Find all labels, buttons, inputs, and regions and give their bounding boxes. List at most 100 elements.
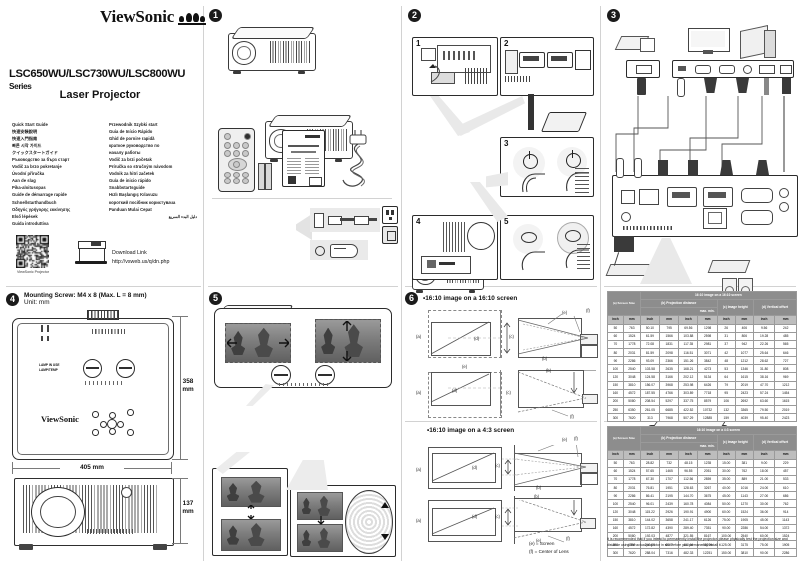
table-cell: 1778: [622, 339, 641, 349]
table-unit-header: mm: [697, 450, 718, 460]
language-item: Guida introduttiva: [12, 220, 49, 226]
callout-b: (b): [542, 356, 548, 361]
table-unit-header: mm: [734, 450, 754, 460]
table-cell: 381: [734, 458, 754, 468]
column-divider: [401, 6, 402, 561]
language-item: короткий посібник користувача: [109, 199, 176, 205]
table-cell: 1346: [734, 364, 754, 374]
plug-connection-callout: [310, 208, 380, 232]
table-cell: 2598: [697, 331, 718, 341]
table-cell: 7620: [622, 413, 641, 423]
table-cell: 50: [607, 323, 624, 333]
table-cell: 120: [607, 372, 624, 382]
table-unit-header: mm: [774, 315, 797, 325]
table-cell: 67.30: [639, 474, 661, 484]
table-cell: 4039: [734, 413, 754, 423]
table-cell: 35.00: [716, 474, 736, 484]
table-cell: 7351: [697, 523, 718, 533]
table-cell: 4766: [659, 388, 680, 398]
dimension-width: 405 mm: [60, 464, 124, 472]
viewsonic-logo-topview: ViewSonic: [41, 414, 79, 424]
table-cell: 90.00: [716, 523, 736, 533]
substep-panel-1: 1: [412, 37, 498, 96]
table-cell: 1212: [774, 380, 797, 390]
table-cell: 150: [607, 515, 624, 525]
table-cell: 3365: [734, 404, 754, 415]
projection-diagram-a-ceiling: (a) (d) (c) (b) (e) (f): [416, 364, 598, 419]
viewsonic-birds-icon: [178, 12, 207, 25]
table-cell: 95.40: [752, 413, 776, 423]
callout-f: (f): [586, 308, 590, 313]
table-cell: 1298: [697, 323, 718, 333]
projection-diagram-a-side: (a) (d) (c) (b) (e) (f): [416, 308, 598, 364]
table-cell: 4572: [622, 388, 641, 398]
dimension-tick: [171, 462, 172, 474]
substep-1-number: 1: [416, 39, 421, 48]
table-group-header-height: (c) Image height: [716, 434, 754, 452]
laptop-device: [540, 112, 588, 132]
language-item: Schnellstarthandbuch: [12, 199, 57, 205]
table-cell: 2195: [659, 491, 680, 501]
shift-image-top: [221, 477, 281, 507]
table-cell: 2286: [622, 356, 641, 366]
table-cell: 208.54: [639, 396, 661, 406]
table-cell: 457: [774, 466, 797, 476]
table-cell: 160.78: [678, 499, 699, 509]
table-cell: 22.26: [752, 339, 776, 349]
table-unit-header: inch: [678, 315, 699, 325]
table-cell: 57.65: [639, 466, 661, 476]
table-cell: 12885: [697, 413, 718, 423]
table-unit-header: mm: [622, 450, 641, 460]
table-cell: 93.09: [639, 356, 661, 366]
table-cell: 50.10: [639, 323, 661, 333]
table-cell: 6426: [697, 380, 718, 390]
table-cell: 3267: [697, 482, 718, 493]
table-cell: 48.15: [678, 458, 699, 468]
table-cell: 969: [774, 372, 797, 382]
rear-connector-plugs: [614, 158, 794, 178]
hdmi-cable: [528, 94, 534, 130]
language-item: Első lépések: [12, 213, 38, 219]
table-cell: 646: [774, 347, 797, 358]
vertical-shift-panel: [212, 468, 288, 556]
callout-a-3: (a): [416, 467, 422, 472]
section-1-number: 1: [209, 9, 222, 22]
table-top-header: 16:10 image on a 16:10 screen: [639, 290, 798, 301]
callout-c-4: (c): [495, 514, 500, 519]
substep-panel-2: 2: [500, 37, 594, 96]
table-cell: 190.91: [678, 507, 699, 517]
table-cell: 1831: [659, 339, 680, 349]
substep-panel-4: 4: [412, 215, 498, 280]
table-cell: 70: [607, 474, 624, 484]
table-unit-header: inch: [752, 450, 776, 460]
table-group-header-distance: (b) Projection distance: [639, 434, 718, 444]
table-cell: 313: [639, 413, 661, 423]
language-item: Hızlı Başlangıç Kılavuzu: [109, 192, 158, 198]
table-cell: 1524: [622, 331, 641, 341]
table-cell: 10732: [697, 404, 718, 415]
table-cell: 120: [607, 507, 624, 517]
table-cell: 3810: [622, 380, 641, 390]
table-sub-header: max. min.: [639, 442, 718, 452]
table-cell: 12251: [697, 548, 718, 558]
table-cell: 288.04: [639, 548, 661, 558]
table-cell: 7968: [659, 413, 680, 423]
language-item: Príručka so stručným návodom: [109, 164, 173, 170]
table-cell: 253.98: [678, 380, 699, 390]
zoom-focus-panel: [290, 485, 396, 557]
table-cell: 124.58: [639, 372, 661, 382]
remote-control-illustration: [218, 128, 255, 192]
table-cell: 31: [716, 331, 736, 341]
section-6-number: 6: [405, 292, 418, 305]
table-cell: 3810: [622, 515, 641, 525]
table-cell: 172.82: [639, 523, 661, 533]
qr-code: [16, 235, 49, 268]
projector-illustration: [228, 26, 316, 75]
